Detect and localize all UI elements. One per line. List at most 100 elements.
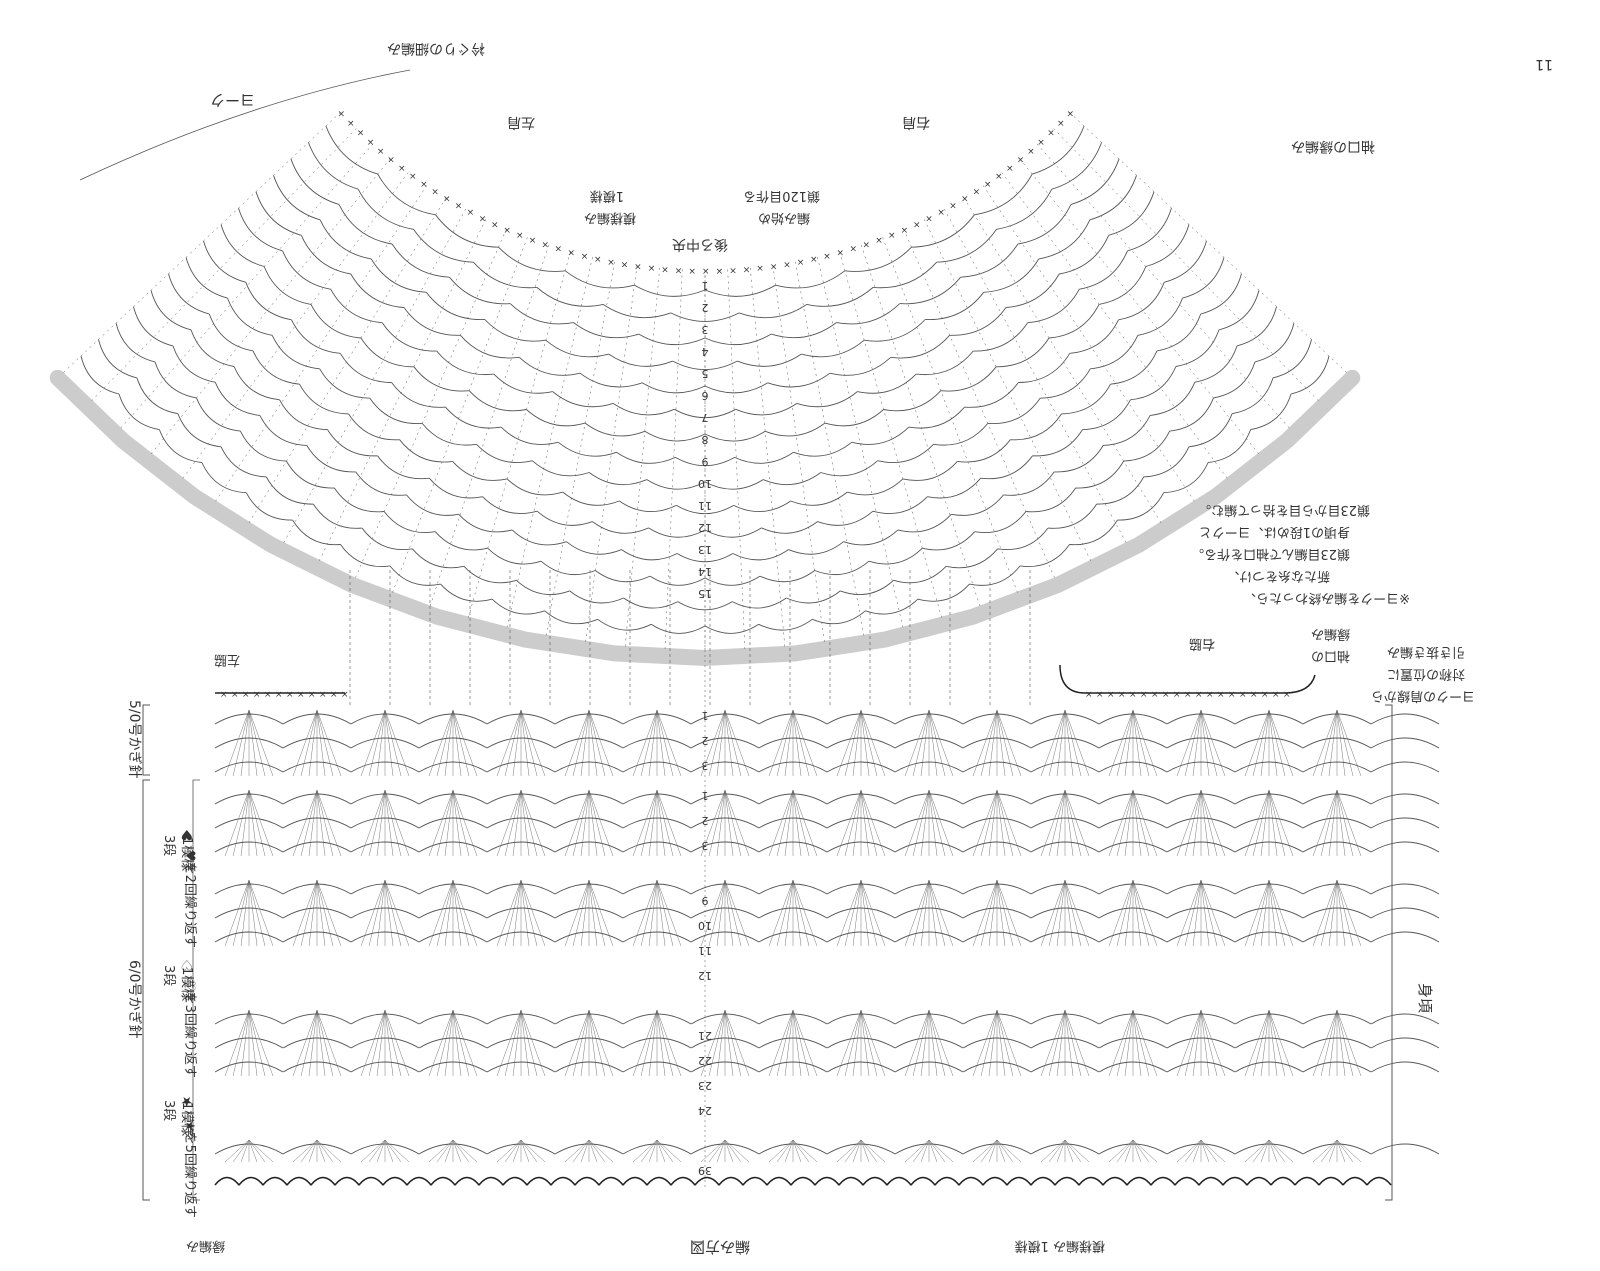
yoke-scallop [602, 304, 671, 319]
body-scallop [1370, 907, 1440, 919]
body-fan-line [452, 709, 478, 777]
pattern-repeat-line2: 1模様 [590, 188, 624, 203]
body-fan-line [240, 1139, 250, 1163]
body-fan-line [588, 879, 598, 947]
yoke-scallop [177, 413, 222, 448]
body-fan-line [996, 1139, 1022, 1163]
body-fan-line [444, 1139, 454, 1163]
yoke-scallop [413, 366, 470, 392]
yoke-scallop [817, 510, 874, 526]
yoke-row-number: 5 [702, 367, 709, 380]
body-row-number: 1 [702, 709, 709, 722]
yoke-scallop [412, 548, 464, 569]
neck-stitch: × [581, 252, 589, 262]
yoke-scallop [338, 204, 393, 245]
body-fan-line [384, 879, 410, 947]
body-fan-line [300, 1139, 318, 1163]
body-fan-line [1336, 1139, 1362, 1163]
yoke-scallop [428, 477, 483, 499]
body-fan-line [1132, 789, 1150, 857]
yoke-radial-line [982, 185, 1195, 502]
body-fan-line [1336, 1009, 1346, 1077]
body-fan-line [368, 879, 386, 947]
body-fan-line [1064, 1009, 1074, 1077]
body-fan-line [300, 879, 318, 947]
body-fan-line [1200, 709, 1226, 777]
yoke-scallop [996, 337, 1050, 368]
body-fan-line [656, 1009, 674, 1077]
body-fan-line [860, 789, 878, 857]
body-fan-line [512, 1139, 522, 1163]
body-fan-line [656, 709, 682, 777]
yoke-scallop [518, 356, 581, 376]
body-fan-line [792, 879, 810, 947]
body-fan-line [920, 1139, 930, 1163]
neck-stitch: × [1057, 119, 1065, 129]
body-fan-line [1260, 789, 1270, 857]
body-fan-line [912, 789, 930, 857]
body-fan-line [428, 879, 454, 947]
body-fan-line [368, 789, 386, 857]
body-fan-line [1328, 789, 1338, 857]
body-fan-line [240, 789, 250, 857]
body-fan-line [316, 789, 334, 857]
yoke-radial-line [839, 251, 942, 618]
yoke-scallop [282, 250, 331, 290]
body-fan-line [640, 1009, 658, 1077]
neck-stitch: × [594, 255, 602, 265]
neck-stitch: × [756, 264, 764, 274]
body-fan-line [248, 1009, 266, 1077]
armhole-stitch: × [1250, 690, 1258, 700]
neck-stitch: × [491, 220, 499, 230]
body-fan-line [836, 1009, 862, 1077]
neck-stitch: × [443, 195, 451, 205]
body-row-number: 12 [698, 969, 712, 982]
yoke-scallop [899, 276, 961, 305]
yoke-scallop [307, 142, 359, 190]
body-fan-line [1312, 1139, 1338, 1163]
body-fan-line [520, 789, 546, 857]
body-fan-line [1312, 879, 1338, 947]
neck-stitch: × [607, 258, 615, 268]
yoke-row-number: 14 [698, 565, 712, 578]
yoke-scallop [1118, 282, 1165, 321]
body-scallop [1370, 931, 1440, 943]
yoke-row-number: 9 [702, 455, 709, 468]
body-fan-line [792, 1009, 802, 1077]
yoke-radial-line [963, 197, 1162, 523]
neck-stitch: × [973, 188, 981, 198]
yoke-scallop [767, 372, 831, 388]
repeat-3-marker: ★ [180, 1093, 193, 1109]
body-fan-line [724, 1009, 734, 1077]
yoke-scallop [933, 423, 989, 446]
body-fan-line [656, 1139, 674, 1163]
body-fan-line [588, 1009, 598, 1077]
yoke-scallop [634, 284, 706, 297]
body-fan-line [860, 1009, 886, 1077]
neck-stitch: × [621, 260, 629, 270]
body-fan-line [1336, 1009, 1362, 1077]
body-scallop [1370, 737, 1440, 749]
body-fan-line [996, 879, 1014, 947]
body-fan-line [588, 1139, 614, 1163]
body-fan-line [792, 789, 802, 857]
repeat-bracket [192, 779, 200, 1201]
body-fan-line [972, 879, 998, 947]
neck-stitch: × [634, 262, 642, 272]
body-fan-line [384, 789, 394, 857]
body-fan-line [656, 1009, 682, 1077]
body-fan-line [996, 1009, 1006, 1077]
yoke-scallop [391, 382, 446, 408]
yoke-scallop [883, 390, 942, 412]
body-fan-line [836, 879, 862, 947]
body-fan-line [656, 1139, 682, 1163]
body-fan-line [1252, 709, 1270, 777]
yoke-scallop [775, 270, 846, 289]
body-fan-line [1064, 709, 1082, 777]
yoke-scallop [936, 229, 997, 263]
body-fan-line [904, 1009, 930, 1077]
neck-stitch: × [823, 252, 831, 262]
body-fan-line [724, 709, 742, 777]
body-fan-line [1176, 789, 1202, 857]
yoke-scallop [290, 158, 340, 205]
